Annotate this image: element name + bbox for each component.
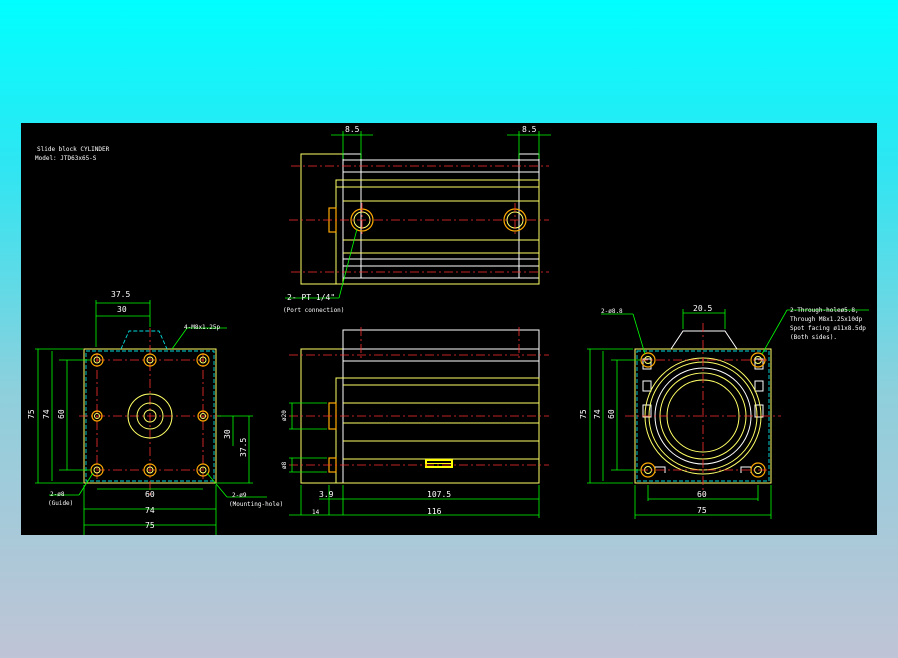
front-dim-left-mid: 74 (42, 409, 51, 419)
side-view-top: 8.5 8.5 2- PT 1/4" (Port connection) (283, 125, 551, 314)
side-view-bottom: ø20 ø8 3.9 107.5 14 116 (281, 327, 549, 518)
name-plate (425, 459, 453, 468)
front-note-tap: 4-M8x1.25p (184, 324, 221, 331)
front-note-mount-sub: (Mounting-hole) (229, 501, 283, 508)
front-note-guide-sub: (Guide) (48, 500, 73, 507)
side-top-collar-left (342, 153, 362, 279)
front-dim-left-outer: 75 (27, 409, 36, 419)
side-dim-14: 14 (312, 509, 320, 516)
rear-view: 2-ø8.8 20.5 2-Through-holeø5.8, Through … (579, 304, 869, 519)
side-dim-right-85: 8.5 (522, 125, 537, 134)
rear-note-thru-3: Spot facing ø11x8.5dp (790, 325, 866, 332)
front-view: 37.5 30 4-M8x1.25p 75 74 60 30 37.5 60 7… (27, 290, 283, 535)
rear-port-boss (670, 330, 738, 350)
side-top-end-plate (300, 153, 344, 285)
front-note-mount: 2-ø9 (232, 492, 247, 499)
side-bottom-rod-upper (342, 348, 540, 362)
front-holes (90, 353, 210, 477)
front-boss-bore (143, 409, 157, 423)
title-line-2: Model: JTD63x65-S (35, 155, 97, 162)
side-note-port-sub: (Port connection) (283, 307, 344, 314)
side-bottom-barrel (335, 377, 540, 484)
front-port-boss (120, 330, 168, 350)
rear-note-thru-4: (Both sides). (790, 334, 837, 341)
rear-note-thru-2: Through M8x1.25x10dp (790, 316, 863, 323)
side-dim-1075: 107.5 (427, 490, 451, 499)
rear-dim-top: 20.5 (693, 304, 712, 313)
side-dim-116: 116 (427, 507, 442, 516)
title-line-1: Slide block CYLINDER (37, 146, 110, 153)
front-dim-right-a: 30 (223, 429, 232, 439)
front-dim-bottom-74: 74 (145, 506, 155, 515)
side-note-port: 2- PT 1/4" (287, 293, 335, 302)
front-boss-outer (127, 393, 173, 439)
front-dim-top-outer: 37.5 (111, 290, 130, 299)
rear-dim-bottom-60: 60 (697, 490, 707, 499)
rear-dim-left-60: 60 (607, 409, 616, 419)
cad-drawing-canvas: Slide block CYLINDER Model: JTD63x65-S (21, 123, 877, 535)
front-note-guide: 2-ø8 (50, 491, 65, 498)
front-dim-right-b: 37.5 (239, 438, 248, 457)
side-dim-39: 3.9 (319, 490, 334, 499)
side-dim-dia8: ø8 (281, 461, 288, 469)
rear-dim-left-75: 75 (579, 409, 588, 419)
front-dim-top-inner: 30 (117, 305, 127, 314)
side-top-barrel (335, 179, 540, 285)
front-dim-left-inner: 60 (57, 409, 66, 419)
side-dim-left-85: 8.5 (345, 125, 360, 134)
rear-dim-bottom-75: 75 (697, 506, 707, 515)
side-dim-dia20: ø20 (281, 410, 288, 421)
cad-drawing: Slide block CYLINDER Model: JTD63x65-S (27, 125, 869, 535)
front-dim-bottom-60: 60 (145, 490, 155, 499)
rear-note-hole: 2-ø8.8 (601, 308, 623, 315)
rear-dim-left-74: 74 (593, 409, 602, 419)
front-boss-inner (136, 402, 164, 430)
front-dim-bottom-75: 75 (145, 521, 155, 530)
rear-note-thru-1: 2-Through-holeø5.8, (790, 307, 859, 314)
